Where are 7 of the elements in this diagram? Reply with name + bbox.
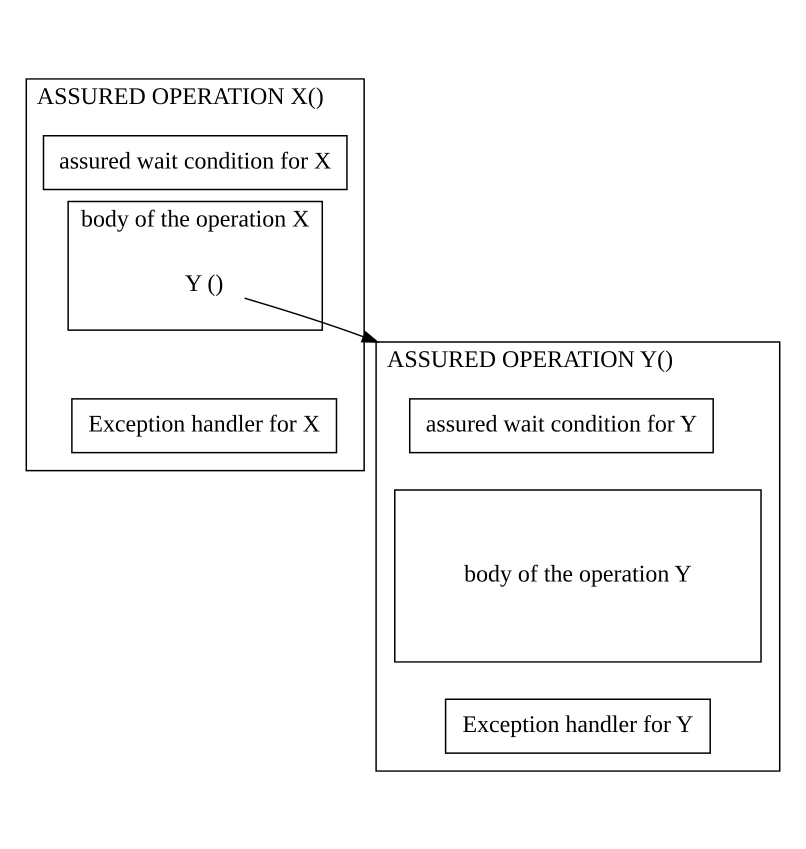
node-box: assured wait condition for X bbox=[42, 134, 348, 190]
node-box: body of the operation Y bbox=[394, 488, 762, 662]
node-box: Exception handler for Y bbox=[444, 698, 711, 754]
arrow bbox=[244, 296, 380, 342]
node-text: Y () bbox=[185, 270, 224, 296]
node-box: assured wait condition for Y bbox=[408, 398, 714, 453]
node-box: Exception handler for X bbox=[71, 398, 338, 453]
